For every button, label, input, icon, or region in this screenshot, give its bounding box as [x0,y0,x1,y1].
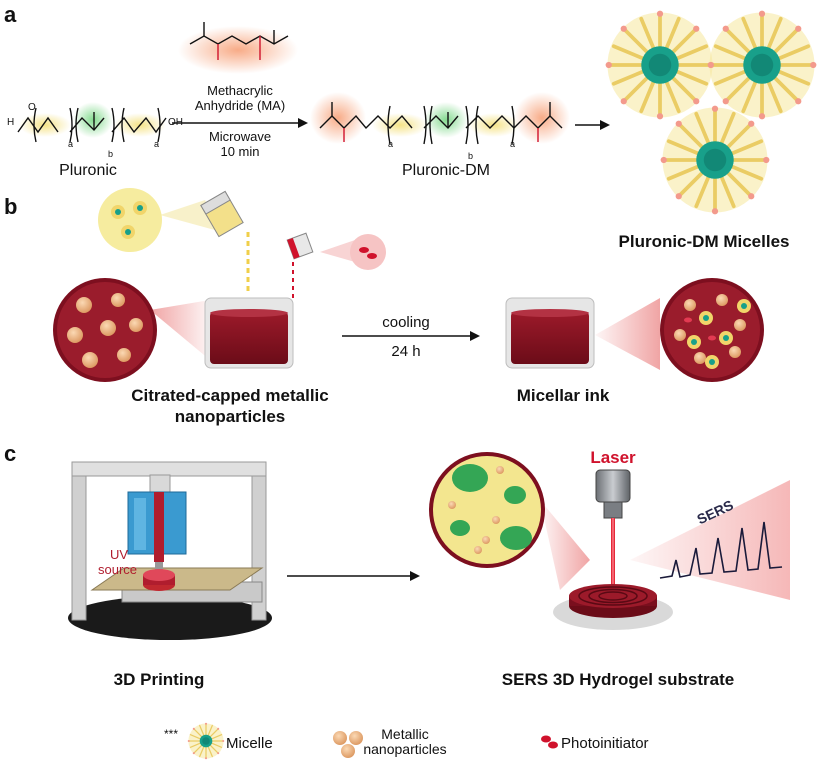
printing-caption: 3D Printing [113,670,205,689]
pluronic-structure [17,102,167,143]
reagent-line2: Anhydride (MA) [194,98,286,113]
legend-micelle-icon [187,722,225,760]
legend-micelle: Micelle [226,735,273,752]
condition-line1: Microwave [208,129,272,144]
micelles-label: Pluronic-DM Micelles [618,232,790,251]
condition-line2: 10 min [220,144,260,159]
sub-a-3: a [388,139,394,149]
raman-setup [553,469,790,630]
time-label: 24 h [391,343,421,360]
sub-a-4: a [510,139,516,149]
panel-c-letter: c [4,441,17,466]
product-label: Pluronic-DM [401,162,491,179]
atom-oh: OH [168,117,183,128]
nanoparticle-label-line2: nanoparticles [174,407,286,426]
ink-beaker [505,297,595,369]
legend-nanoparticle-icon [333,731,363,758]
atom-o-1: O [28,102,36,113]
atom-h: H [7,117,15,128]
legend-metallic-line2: nanoparticles [363,741,447,757]
nanoparticle-zoom [53,278,210,382]
sub-a-2: a [154,139,160,149]
pluronic-dm-structure [310,92,570,145]
hydrogel-zoom [429,452,590,590]
sub-a-1: a [68,139,74,149]
uv-label: UV [110,547,129,562]
source-label: source [98,562,138,577]
photoinitiator-bubble [286,232,386,298]
legend-marker: *** [164,727,179,741]
legend-metallic-line1: Metallic [381,726,429,742]
methacrylic-anhydride-structure [178,22,298,74]
nanoparticle-beaker [204,297,294,369]
reactant-label: Pluronic [59,162,117,179]
sub-b-2: b [468,151,474,161]
micellar-ink-label: Micellar ink [516,386,610,405]
substrate-caption: SERS 3D Hydrogel substrate [501,670,735,689]
micelle-cluster [603,8,817,217]
legend-photoinitiator-icon [541,735,558,749]
3d-printer [68,461,272,640]
reagent-line1: Methacrylic [207,83,273,98]
micellar-ink-zoom [595,278,764,382]
cooling-label: cooling [382,314,430,331]
nanoparticle-label-line1: Citrated-capped metallic [131,386,329,405]
micelle-solution-bubble [98,188,250,292]
panel-a-letter: a [4,2,17,27]
panel-b-letter: b [4,194,18,219]
sub-b-1: b [108,149,114,159]
legend-photoinitiator: Photoinitiator [561,735,649,752]
laser-label: Laser [590,448,636,467]
